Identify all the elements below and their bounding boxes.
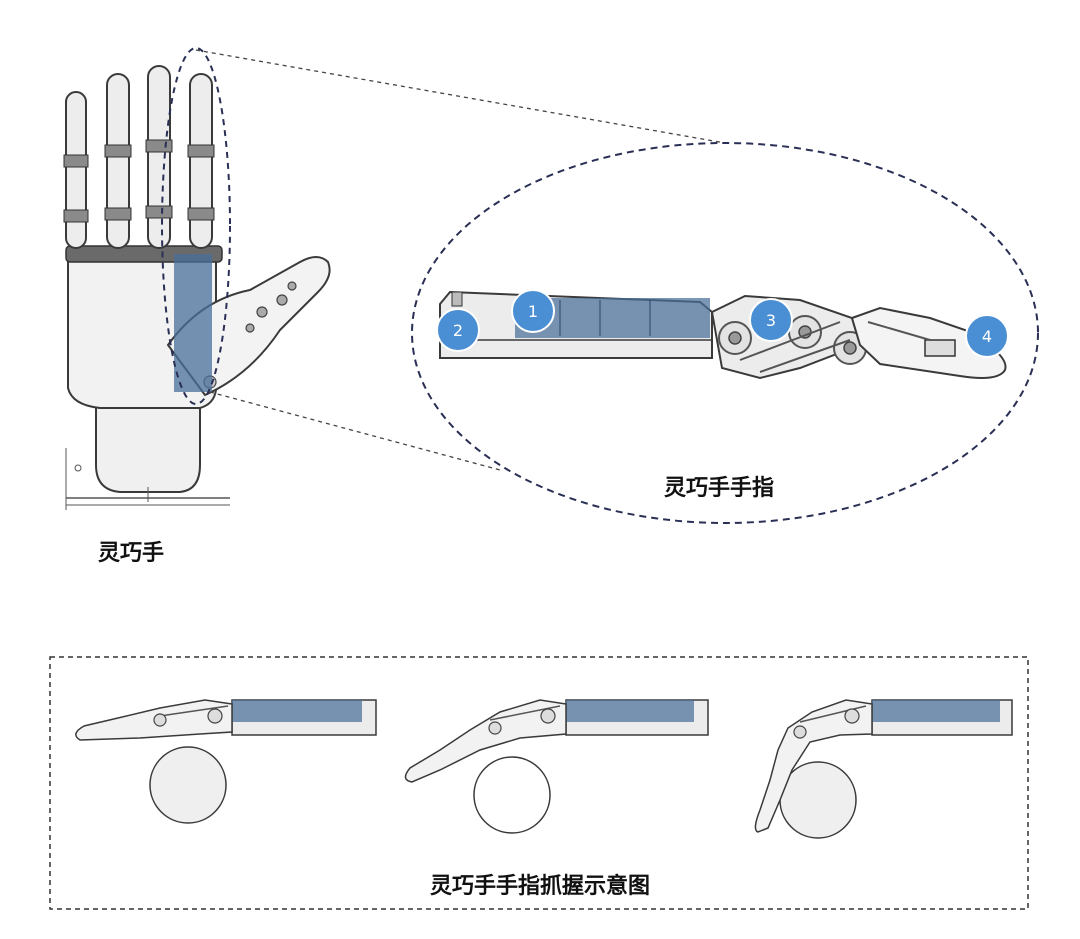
finger-ring bbox=[104, 73, 132, 249]
grasp-stage-open bbox=[75, 699, 377, 824]
marker-3: 3 bbox=[749, 298, 793, 342]
grasp-stage-closed bbox=[754, 699, 1013, 839]
grasp-caption: 灵巧手手指抓握示意图 bbox=[429, 874, 650, 899]
finger-caption: 灵巧手手指 bbox=[664, 476, 775, 501]
finger-zoom-ellipse bbox=[411, 142, 1039, 524]
marker-4-label: 4 bbox=[982, 327, 992, 346]
finger-detail-illustration bbox=[439, 290, 1007, 380]
finger-middle bbox=[145, 65, 173, 249]
grasp-frame bbox=[49, 656, 1029, 910]
marker-2-label: 2 bbox=[453, 321, 463, 340]
finger-index bbox=[187, 73, 215, 249]
marker-4: 4 bbox=[965, 314, 1009, 358]
palm-actuator-highlight bbox=[174, 254, 212, 392]
zoom-line-bottom bbox=[209, 391, 501, 471]
marker-1-label: 1 bbox=[528, 302, 538, 321]
marker-3-label: 3 bbox=[766, 311, 776, 330]
zoom-line-top bbox=[195, 49, 726, 144]
marker-1: 1 bbox=[511, 289, 555, 333]
index-finger-outline bbox=[161, 47, 231, 405]
grasp-stage-bending bbox=[404, 699, 709, 834]
finger-little bbox=[63, 91, 89, 249]
hand-caption: 灵巧手 bbox=[98, 541, 165, 566]
marker-2: 2 bbox=[436, 308, 480, 352]
dexterous-hand-illustration bbox=[63, 65, 331, 510]
